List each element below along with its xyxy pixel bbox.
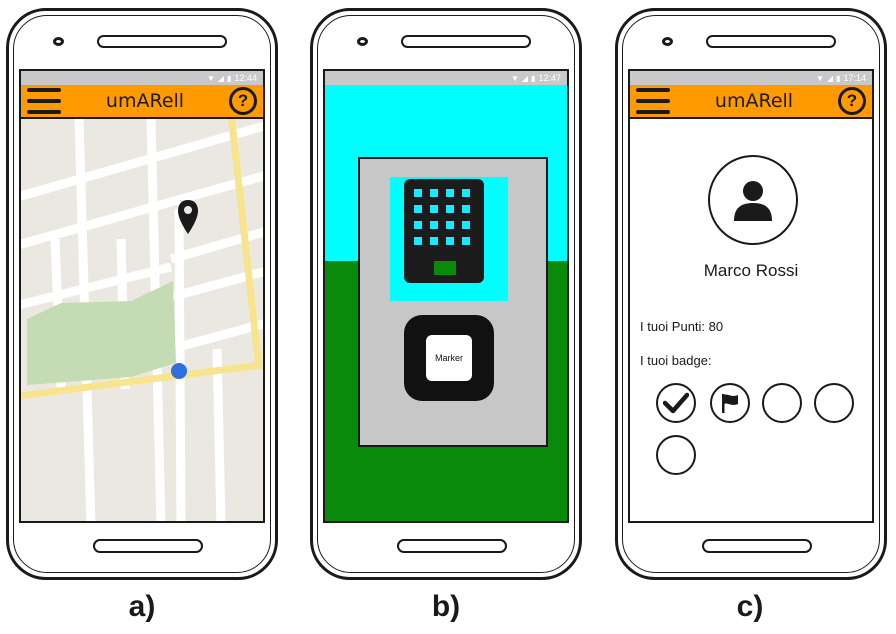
status-bar: ▼ ◢ ▮ 12:47: [325, 71, 567, 85]
home-button[interactable]: [93, 539, 203, 553]
marker-label: Marker: [426, 335, 472, 381]
status-time: 12:47: [538, 73, 561, 83]
app-header: umARell ?: [630, 85, 872, 119]
location-dot-icon: [171, 363, 187, 379]
badge-check[interactable]: [656, 383, 696, 423]
badges-label: I tuoi badge:: [640, 353, 712, 368]
caption-c: c): [736, 590, 764, 623]
check-badge-icon: [663, 392, 689, 414]
phone-b: ▼ ◢ ▮ 12:47 Marker: [310, 8, 582, 580]
menu-icon[interactable]: [27, 88, 61, 114]
status-bar: ▼ ◢ ▮ 12:44: [21, 71, 263, 85]
badge-empty[interactable]: [814, 383, 854, 423]
help-icon[interactable]: ?: [838, 87, 866, 115]
front-camera: [357, 37, 368, 46]
menu-icon[interactable]: [636, 88, 670, 114]
screen-map: ▼ ◢ ▮ 12:44 umARell ?: [19, 69, 265, 523]
battery-icon: ▮: [836, 73, 841, 83]
avatar[interactable]: [708, 155, 798, 245]
status-bar: ▼ ◢ ▮ 17:14: [630, 71, 872, 85]
app-title: umARell: [714, 90, 794, 112]
badge-empty[interactable]: [656, 435, 696, 475]
status-time: 12:44: [234, 73, 257, 83]
signal-icon: ◢: [826, 73, 834, 83]
app-title: umARell: [105, 90, 185, 112]
screen-profile: ▼ ◢ ▮ 17:14 umARell ? Marco Rossi I tuoi…: [628, 69, 874, 523]
signal-icon: ◢: [217, 73, 225, 83]
home-button[interactable]: [397, 539, 507, 553]
signal-icon: ◢: [521, 73, 529, 83]
badge-flag[interactable]: [710, 383, 750, 423]
help-icon[interactable]: ?: [229, 87, 257, 115]
caption-a: a): [128, 590, 156, 623]
status-time: 17:14: [843, 73, 866, 83]
speaker-grille: [706, 35, 836, 48]
phone-a: ▼ ◢ ▮ 12:44 umARell ?: [6, 8, 278, 580]
badge-empty[interactable]: [762, 383, 802, 423]
wifi-icon: ▼: [206, 73, 215, 83]
front-camera: [662, 37, 673, 46]
battery-icon: ▮: [227, 73, 232, 83]
wifi-icon: ▼: [510, 73, 519, 83]
ar-marker: Marker: [404, 315, 494, 401]
caption-b: b): [431, 590, 461, 623]
screen-ar-camera: ▼ ◢ ▮ 12:47 Marker: [323, 69, 569, 523]
home-button[interactable]: [702, 539, 812, 553]
phone-c: ▼ ◢ ▮ 17:14 umARell ? Marco Rossi I tuoi…: [615, 8, 887, 580]
ar-target-card[interactable]: Marker: [358, 157, 548, 447]
wifi-icon: ▼: [815, 73, 824, 83]
help-symbol: ?: [846, 91, 858, 110]
front-camera: [53, 37, 64, 46]
profile-name: Marco Rossi: [703, 261, 799, 280]
points-label: I tuoi Punti: 80: [640, 319, 724, 334]
map-pin-icon[interactable]: [178, 200, 198, 234]
battery-icon: ▮: [531, 73, 536, 83]
app-header: umARell ?: [21, 85, 263, 119]
speaker-grille: [97, 35, 227, 48]
user-icon: [734, 181, 772, 221]
flag-badge-icon: [722, 394, 738, 413]
building-illustration: [390, 177, 508, 301]
map-view[interactable]: [21, 119, 265, 523]
speaker-grille: [401, 35, 531, 48]
help-symbol: ?: [237, 91, 249, 110]
